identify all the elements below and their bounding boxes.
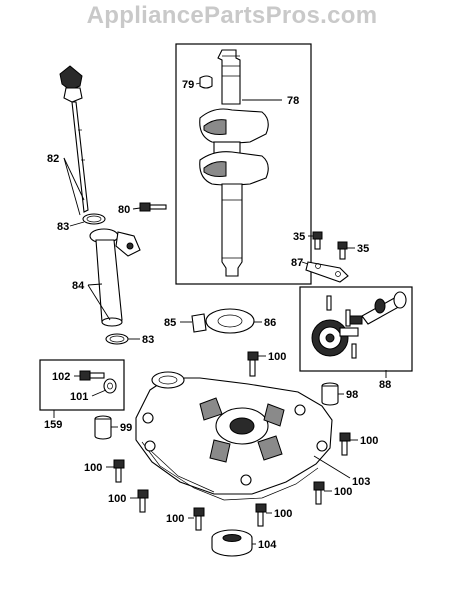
bolt-100-g <box>193 507 205 531</box>
washer-101 <box>103 378 117 394</box>
callout-35-left: 35 <box>293 231 305 243</box>
woodruff-key <box>199 75 213 89</box>
callout-100-e: 100 <box>108 493 126 505</box>
callout-87: 87 <box>291 257 303 269</box>
callout-102: 102 <box>52 371 70 383</box>
bolt-80 <box>139 202 167 212</box>
callout-100-g: 100 <box>166 513 184 525</box>
callout-99: 99 <box>120 422 132 434</box>
callout-80: 80 <box>118 204 130 216</box>
bolt-100-b <box>339 432 351 456</box>
callout-83-upper: 83 <box>57 221 69 233</box>
bolt-100-a <box>247 351 259 377</box>
oil-seal-104 <box>211 529 253 557</box>
watermark: AppliancePartsPros.com <box>86 2 378 29</box>
crankshaft-part <box>199 49 269 277</box>
crankcase-cover <box>135 371 333 501</box>
callout-84: 84 <box>72 280 85 292</box>
bolt-100-c <box>113 459 125 483</box>
callout-101: 101 <box>70 391 88 403</box>
callout-104: 104 <box>258 539 277 551</box>
bolt-35-right <box>337 241 348 260</box>
dipstick-part <box>59 65 89 213</box>
bolt-100-f <box>255 503 267 527</box>
callout-98: 98 <box>346 389 358 401</box>
bolt-35-left <box>312 231 323 250</box>
bracket-87 <box>305 261 349 283</box>
callout-100-f: 100 <box>274 508 292 520</box>
bolt-100-d <box>313 481 325 505</box>
dowel-pin-99 <box>94 415 112 440</box>
callout-85: 85 <box>164 317 176 329</box>
callout-82: 82 <box>47 153 59 165</box>
o-ring-lower <box>105 333 129 345</box>
bolt-100-e <box>137 489 149 513</box>
bolt-102 <box>79 370 105 381</box>
callout-103: 103 <box>352 476 370 488</box>
seal-part-85 <box>191 313 207 333</box>
governor-assembly <box>311 291 407 359</box>
callout-100-b: 100 <box>360 435 378 447</box>
callout-78: 78 <box>287 95 299 107</box>
callout-100-c: 100 <box>84 462 102 474</box>
governor-box <box>299 286 413 372</box>
callout-159: 159 <box>44 419 62 431</box>
dowel-pin-98 <box>321 382 339 406</box>
callout-100-a: 100 <box>268 351 286 363</box>
callout-100-d: 100 <box>334 486 352 498</box>
callout-35-right: 35 <box>357 243 369 255</box>
kit-159-box <box>39 359 125 411</box>
callout-88: 88 <box>379 379 391 391</box>
oil-seal-86 <box>205 308 255 334</box>
callout-83-lower: 83 <box>142 334 154 346</box>
callout-86: 86 <box>264 317 276 329</box>
dipstick-tube <box>89 228 141 327</box>
callout-79: 79 <box>182 79 194 91</box>
o-ring-upper <box>82 213 106 225</box>
crankshaft-box <box>175 43 312 285</box>
